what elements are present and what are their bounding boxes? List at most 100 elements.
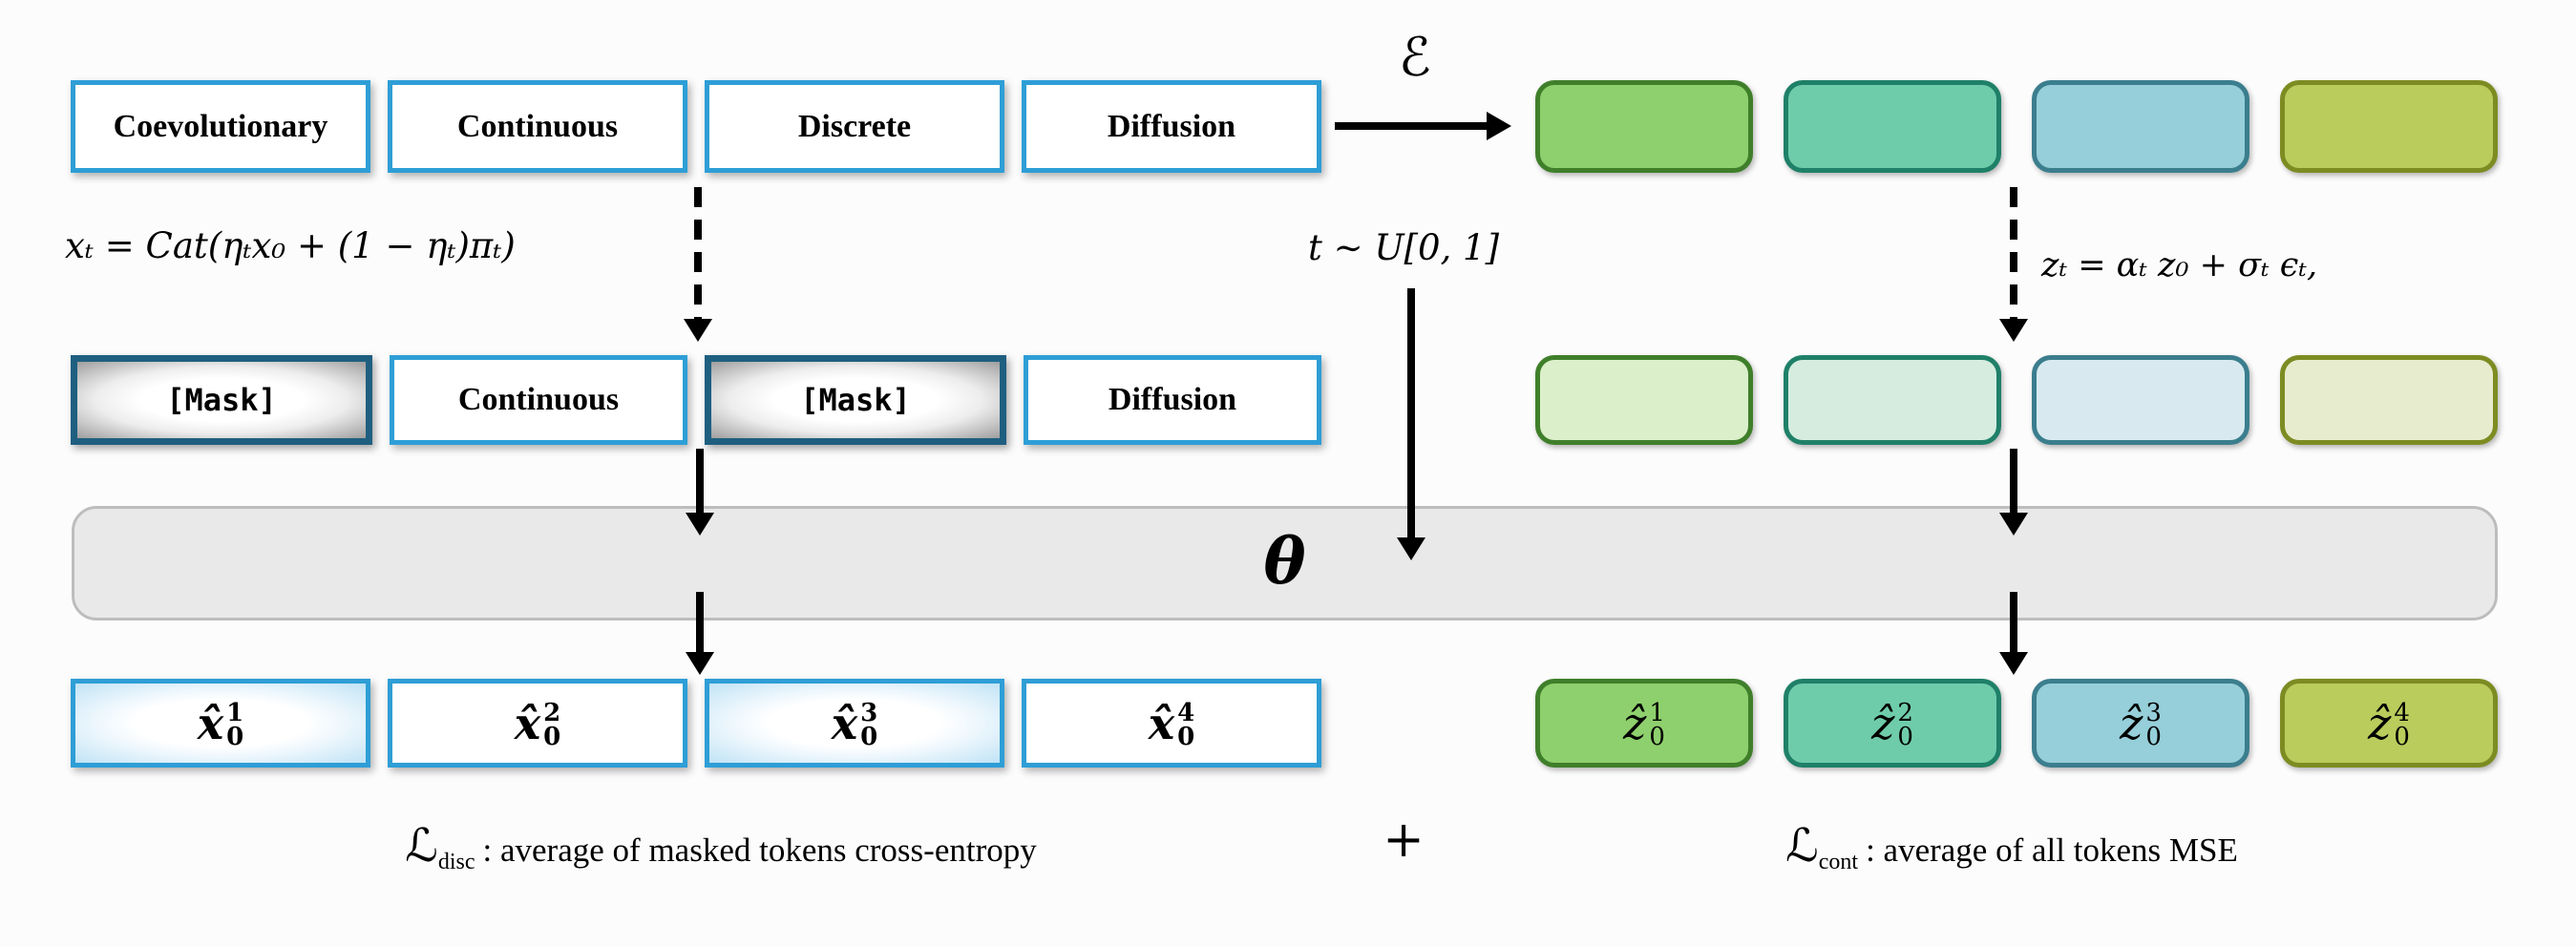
- discrete-loss-text: ℒdisc : average of masked tokens cross-en…: [405, 819, 1036, 875]
- theta-label: θ: [1263, 524, 1306, 599]
- math-sub: 0: [1649, 722, 1665, 751]
- math-sub: 0: [1177, 722, 1195, 751]
- loss-subscript: disc: [437, 850, 475, 874]
- math-supsub: 1 0: [1649, 698, 1665, 751]
- cont-output-2: ẑ 2 0: [1784, 679, 2001, 768]
- math-supsub: 1 0: [226, 698, 244, 751]
- denoiser-model-bar: θ: [72, 506, 2498, 621]
- discrete-noising-formula: xₜ = Cat(ηₜx₀ + (1 − ηₜ)πₜ): [65, 225, 516, 266]
- encoder-arrow: [1335, 122, 1488, 130]
- disc-output-1: x̂ 1 0: [71, 679, 370, 768]
- noisy-latent-teal: [1784, 355, 2001, 445]
- input-token-coevolutionary: Coevolutionary: [71, 80, 370, 173]
- masked-to-model-arrow: [696, 449, 704, 514]
- token-math-label: ẑ 1 0: [1623, 697, 1665, 751]
- math-sup: 2: [1897, 698, 1913, 727]
- input-token-label: Diffusion: [1107, 108, 1236, 144]
- mask-label: [Mask]: [166, 382, 277, 418]
- disc-output-4: x̂ 4 0: [1022, 679, 1321, 768]
- math-sup: 2: [543, 698, 561, 727]
- token-math-label: x̂ 3 0: [831, 697, 878, 751]
- latent-token-blue: [2032, 80, 2249, 173]
- math-sup: 3: [2145, 698, 2162, 727]
- continuous-loss-text: ℒcont : average of all tokens MSE: [1785, 819, 2238, 875]
- math-supsub: 2 0: [543, 698, 561, 751]
- input-token-label: Discrete: [797, 108, 912, 144]
- math-base: ẑ: [2368, 697, 2392, 749]
- input-token-diffusion: Diffusion: [1022, 80, 1321, 173]
- input-token-label: Diffusion: [1108, 382, 1237, 417]
- masked-token-diffusion: Diffusion: [1024, 355, 1321, 445]
- plus-sign: +: [1383, 811, 1425, 869]
- masked-token-continuous: Continuous: [390, 355, 687, 445]
- disc-output-2: x̂ 2 0: [388, 679, 687, 768]
- masked-token-row: [Mask] Continuous [Mask] Diffusion: [71, 355, 1321, 445]
- loss-description: : average of all tokens MSE: [1866, 831, 2238, 869]
- disc-output-3: x̂ 3 0: [705, 679, 1004, 768]
- loss-symbol: ℒ: [405, 819, 438, 873]
- math-supsub: 3 0: [2145, 698, 2162, 751]
- math-sup: 1: [1649, 698, 1665, 727]
- math-sup: 3: [860, 698, 878, 727]
- masked-token-1: [Mask]: [71, 355, 372, 445]
- latent-token-teal: [1784, 80, 2001, 173]
- math-sup: 4: [2394, 698, 2410, 727]
- time-sampling-formula: t ∼ U[0, 1]: [1307, 227, 1500, 268]
- noisy-latent-olive: [2280, 355, 2498, 445]
- math-supsub: 3 0: [860, 698, 878, 751]
- latent-token-green: [1535, 80, 1753, 173]
- token-math-label: x̂ 2 0: [514, 697, 561, 751]
- math-sub: 0: [1897, 722, 1913, 751]
- token-math-label: x̂ 1 0: [197, 697, 244, 751]
- discrete-noising-arrow: [694, 187, 702, 320]
- cont-output-4: ẑ 4 0: [2280, 679, 2498, 768]
- loss-symbol: ℒ: [1785, 819, 1819, 873]
- noisy-latent-blue: [2032, 355, 2249, 445]
- input-token-continuous: Continuous: [388, 80, 687, 173]
- math-sub: 0: [543, 722, 561, 751]
- latent-token-row: [1535, 80, 2498, 173]
- token-math-label: ẑ 4 0: [2368, 697, 2410, 751]
- math-sub: 0: [226, 722, 244, 751]
- math-base: ẑ: [1623, 697, 1647, 749]
- math-sup: 4: [1177, 698, 1195, 727]
- cont-output-row: ẑ 1 0 ẑ 2 0 ẑ 3 0: [1535, 679, 2498, 768]
- input-token-row: Coevolutionary Continuous Discrete Diffu…: [71, 80, 1321, 173]
- loss-subscript: cont: [1818, 850, 1859, 874]
- encoder-label: ℰ: [1399, 27, 1431, 89]
- cont-output-1: ẑ 1 0: [1535, 679, 1753, 768]
- math-base: x̂: [1148, 697, 1175, 749]
- continuous-noising-formula: zₜ = αₜ z₀ + σₜ ϵₜ,: [2041, 246, 2318, 284]
- math-sub: 0: [860, 722, 878, 751]
- math-sub: 0: [2394, 722, 2410, 751]
- loss-description: : average of masked tokens cross-entropy: [482, 831, 1037, 869]
- model-to-cont-output-arrow: [2010, 592, 2017, 653]
- math-supsub: 4 0: [2394, 698, 2410, 751]
- input-token-label: Coevolutionary: [113, 108, 328, 144]
- math-base: x̂: [831, 697, 858, 749]
- math-base: ẑ: [2120, 697, 2143, 749]
- time-to-model-arrow: [1407, 288, 1415, 538]
- noisy-latent-row: [1535, 355, 2498, 445]
- continuous-noising-arrow: [2010, 187, 2017, 320]
- latent-token-olive: [2280, 80, 2498, 173]
- math-base: x̂: [197, 697, 224, 749]
- latent-to-model-arrow: [2010, 449, 2017, 514]
- masked-token-3: [Mask]: [705, 355, 1006, 445]
- model-to-disc-output-arrow: [696, 592, 704, 653]
- input-token-label: Continuous: [456, 108, 619, 144]
- token-math-label: ẑ 2 0: [1871, 697, 1913, 751]
- token-math-label: x̂ 4 0: [1148, 697, 1195, 751]
- math-supsub: 2 0: [1897, 698, 1913, 751]
- cont-output-3: ẑ 3 0: [2032, 679, 2249, 768]
- token-math-label: ẑ 3 0: [2120, 697, 2162, 751]
- math-base: ẑ: [1871, 697, 1895, 749]
- mask-label: [Mask]: [800, 382, 911, 418]
- math-sup: 1: [226, 698, 244, 727]
- math-sub: 0: [2145, 722, 2162, 751]
- input-token-label: Continuous: [457, 382, 620, 417]
- math-base: x̂: [514, 697, 541, 749]
- math-supsub: 4 0: [1177, 698, 1195, 751]
- input-token-discrete: Discrete: [705, 80, 1004, 173]
